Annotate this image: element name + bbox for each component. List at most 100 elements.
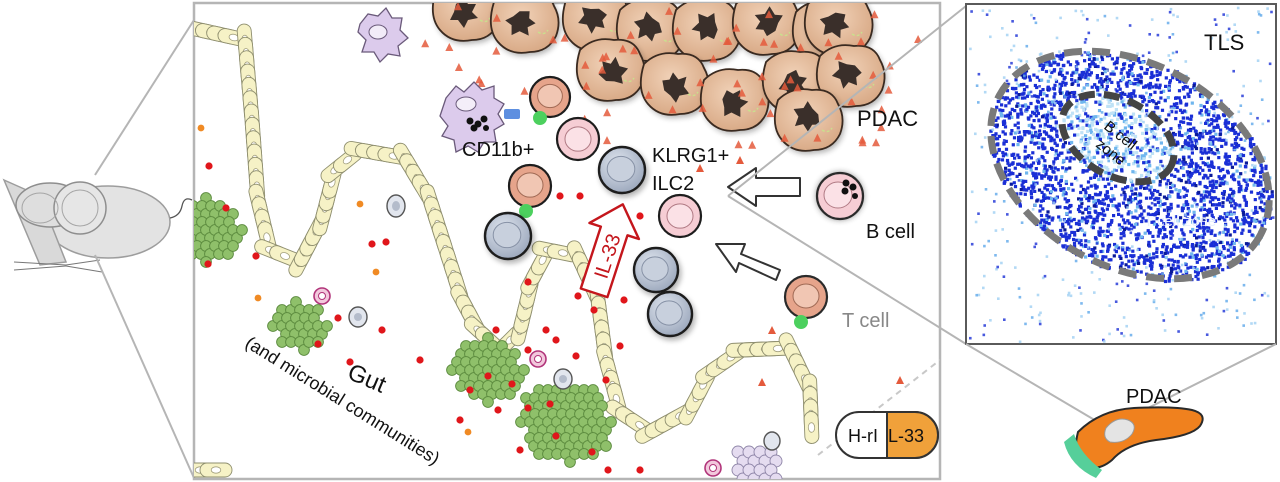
tls-cell <box>1039 62 1043 66</box>
tls-label: TLS <box>1204 30 1244 55</box>
tls-cell <box>1117 84 1121 88</box>
tls-cell <box>1198 133 1202 137</box>
tls-cell <box>1218 183 1222 187</box>
tls-cell <box>1089 156 1093 160</box>
tls-cell <box>1058 86 1062 91</box>
tls-cell <box>1215 243 1219 247</box>
tls-cell <box>1217 175 1221 179</box>
tls-cell <box>1166 68 1170 72</box>
tls-cell <box>1102 88 1106 92</box>
tls-cell <box>1153 213 1157 217</box>
tls-cell <box>1094 204 1098 208</box>
tls-cell <box>1206 156 1210 160</box>
tls-cell <box>1225 169 1230 173</box>
tls-cell <box>1154 169 1158 173</box>
tls-cell <box>1190 161 1194 165</box>
tls-cell <box>1072 157 1076 161</box>
tls-cell <box>1098 120 1102 123</box>
tls-cell <box>1026 105 1031 109</box>
tls-cell <box>1109 72 1113 76</box>
tls-cell <box>1100 229 1104 233</box>
tls-cell <box>1257 12 1261 16</box>
tls-cell <box>991 128 995 131</box>
tls-cell <box>1050 100 1054 104</box>
tls-cell <box>1088 207 1092 211</box>
tls-cell <box>1203 185 1206 188</box>
tls-cell <box>1210 105 1214 109</box>
tls-cell <box>1196 277 1200 281</box>
pdac-tumor-cells <box>431 3 887 154</box>
tls-cell <box>1198 166 1202 170</box>
tls-cell <box>1123 92 1127 96</box>
tls-cell <box>1209 210 1213 214</box>
tls-cell <box>1177 245 1181 249</box>
tls-cell <box>1085 17 1089 21</box>
tls-cell <box>1046 85 1050 89</box>
tls-cell <box>1081 170 1085 174</box>
tumor-cell-nucleus <box>819 12 850 39</box>
tls-cell <box>1229 187 1233 191</box>
tls-cell <box>1066 220 1070 224</box>
tls-cell <box>1192 233 1197 237</box>
tls-cell <box>1191 248 1195 252</box>
tls-cell <box>1168 110 1172 114</box>
tls-cell <box>1052 68 1057 72</box>
tls-cell <box>1109 127 1113 131</box>
tls-cell <box>1139 65 1143 70</box>
tls-cell <box>1121 248 1125 252</box>
tls-cell <box>1261 209 1265 213</box>
bacterium <box>178 233 189 244</box>
tls-cell <box>1121 201 1126 205</box>
tls-cell <box>1003 132 1007 136</box>
il33-dot <box>524 404 532 412</box>
tls-cell <box>1188 137 1192 141</box>
tls-cell <box>1217 257 1221 261</box>
tls-cell <box>1104 193 1108 197</box>
tls-cell <box>1095 133 1100 137</box>
tls-cell <box>995 105 999 109</box>
tls-cell <box>1199 121 1203 125</box>
tls-cell <box>1004 104 1008 108</box>
tls-cell <box>1189 158 1193 162</box>
tls-cell <box>1074 176 1078 180</box>
tls-cell <box>1179 147 1183 151</box>
tls-cell <box>1043 104 1047 108</box>
tls-cell <box>1106 203 1110 208</box>
tls-cell <box>1088 64 1092 68</box>
tls-cell <box>1207 110 1211 114</box>
tls-cell <box>1229 212 1233 216</box>
tls-cell <box>1147 205 1151 209</box>
tls-cell <box>1184 103 1188 107</box>
tls-cell <box>1169 181 1173 185</box>
tls-cell <box>1193 270 1198 274</box>
tls-cell <box>1121 218 1126 222</box>
tls-cell <box>1114 184 1118 188</box>
tls-cell <box>1120 214 1124 218</box>
tls-cell <box>1096 198 1100 203</box>
cd11b-label: CD11b+ <box>462 139 534 161</box>
tls-cell <box>1196 169 1200 173</box>
tls-cell <box>1174 117 1178 121</box>
tls-cell <box>1241 94 1244 98</box>
tls-cell <box>1164 248 1168 252</box>
tls-cell <box>1231 238 1234 241</box>
tls-cell <box>1069 122 1073 127</box>
tls-cell <box>1206 266 1210 270</box>
tumor-factor <box>736 156 744 164</box>
tls-cell <box>1124 255 1128 259</box>
epithelial-cell-nucleus <box>557 249 569 257</box>
tls-cell <box>1225 138 1228 142</box>
tls-cell <box>1018 340 1022 344</box>
tls-cell <box>1086 114 1090 118</box>
tls-cell <box>1244 203 1248 207</box>
tls-cell <box>1088 53 1092 57</box>
tls-cell <box>1045 196 1050 200</box>
tls-cell <box>1012 181 1016 185</box>
tls-cell <box>1136 59 1140 63</box>
tls-cell <box>1119 232 1123 236</box>
tls-cell <box>1062 158 1066 163</box>
tls-cell <box>1034 183 1037 186</box>
tls-cell <box>1029 90 1033 94</box>
tls-cell <box>1160 218 1164 222</box>
tls-cell <box>1169 247 1174 251</box>
